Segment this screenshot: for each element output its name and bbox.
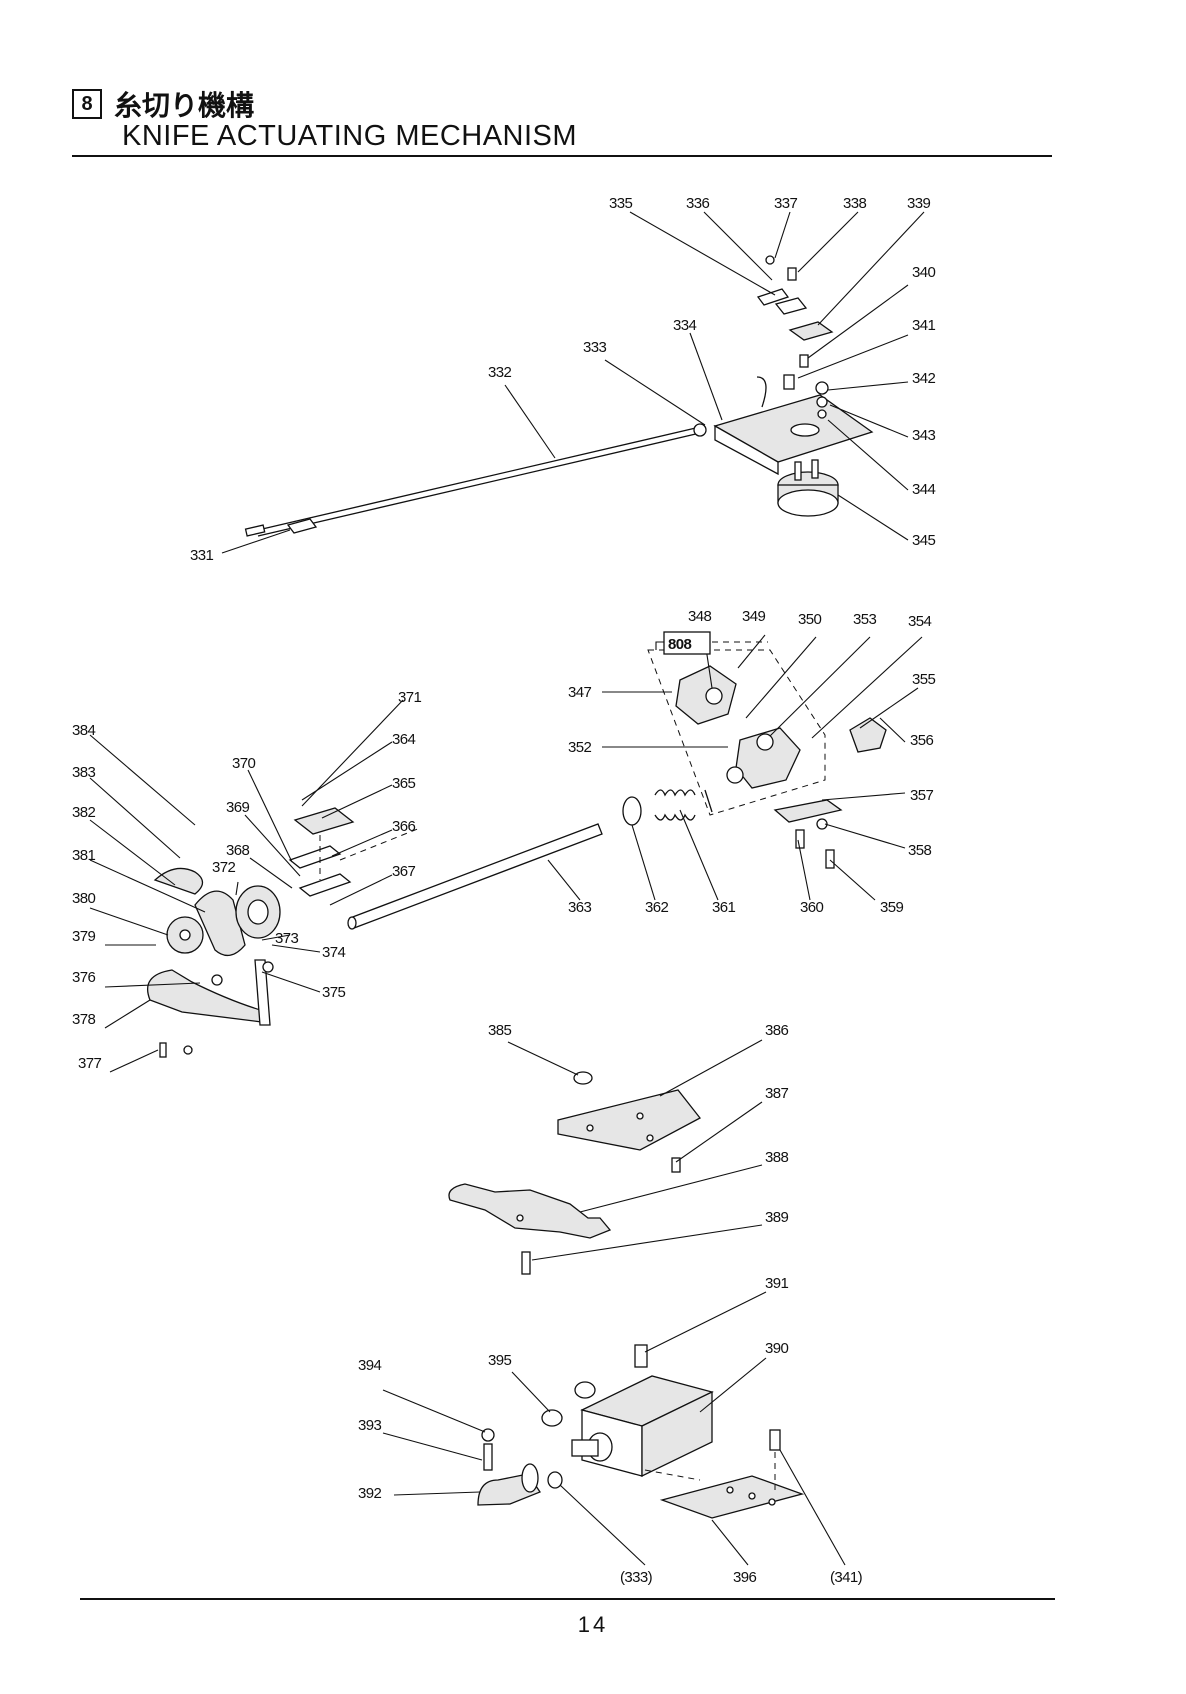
callout-349: 349	[742, 608, 765, 625]
callout-386: 386	[765, 1022, 788, 1039]
callout-390: 390	[765, 1340, 788, 1357]
callout-393: 393	[358, 1417, 381, 1434]
callout-379: 379	[72, 928, 95, 945]
reference-tag: 808	[655, 631, 768, 655]
callout-391: 391	[765, 1275, 788, 1292]
callout-384: 384	[72, 722, 95, 739]
callout-368: 368	[226, 842, 249, 859]
shaft	[347, 823, 603, 930]
block-390	[541, 1344, 714, 1489]
callout-364: 364	[392, 731, 415, 748]
callout-369: 369	[226, 799, 249, 816]
callout-375: 375	[322, 984, 345, 1001]
callout-367: 367	[392, 863, 415, 880]
callout-336: 336	[686, 195, 709, 212]
callout-333-ref: (333)	[620, 1569, 653, 1586]
callout-371: 371	[398, 689, 421, 706]
leader-lines	[89, 211, 925, 1566]
callout-392: 392	[358, 1485, 381, 1502]
callout-334: 334	[673, 317, 696, 334]
section-header: 8 糸切り機構	[72, 84, 254, 124]
callout-350: 350	[798, 611, 821, 628]
callout-332: 332	[488, 364, 511, 381]
linkage-small-parts	[756, 255, 834, 419]
callout-344: 344	[912, 481, 935, 498]
callout-377: 377	[78, 1055, 101, 1072]
plate-396	[644, 1429, 805, 1519]
callout-362: 362	[645, 899, 668, 916]
knife-plate	[713, 376, 874, 476]
callout-338: 338	[843, 195, 866, 212]
callout-333: 333	[583, 339, 606, 356]
callout-385: 385	[488, 1022, 511, 1039]
callout-361: 361	[712, 899, 735, 916]
callout-339: 339	[907, 195, 930, 212]
callout-396: 396	[733, 1569, 756, 1586]
callout-341: 341	[912, 317, 935, 334]
bracket-388	[448, 1157, 681, 1275]
callout-374: 374	[322, 944, 345, 961]
callout-394: 394	[358, 1357, 381, 1374]
callout-348: 348	[688, 608, 711, 625]
collar-parts	[773, 717, 887, 869]
callout-365: 365	[392, 775, 415, 792]
section-title-jp: 糸切り機構	[114, 89, 255, 122]
callout-387: 387	[765, 1085, 788, 1102]
callout-335: 335	[609, 195, 632, 212]
footer-rule	[80, 1598, 1055, 1600]
callout-383: 383	[72, 764, 95, 781]
callout-395: 395	[488, 1352, 511, 1369]
callout-356: 356	[910, 732, 933, 749]
cable-assembly	[244, 423, 707, 537]
solenoid	[777, 459, 839, 517]
callout-360: 360	[800, 899, 823, 916]
plate-386	[557, 1071, 701, 1151]
callout-343: 343	[912, 427, 935, 444]
callout-342: 342	[912, 370, 935, 387]
callout-372: 372	[212, 859, 235, 876]
callout-366: 366	[392, 818, 415, 835]
callout-340: 340	[912, 264, 935, 281]
section-title-en: KNIFE ACTUATING MECHANISM	[122, 120, 578, 152]
callout-357: 357	[910, 787, 933, 804]
callout-331: 331	[190, 547, 213, 564]
callout-337: 337	[774, 195, 797, 212]
callout-341-ref: (341)	[830, 1569, 863, 1586]
callout-355: 355	[912, 671, 935, 688]
callout-363: 363	[568, 899, 591, 916]
callout-382: 382	[72, 804, 95, 821]
callout-353: 353	[853, 611, 876, 628]
callout-345: 345	[912, 532, 935, 549]
callout-370: 370	[232, 755, 255, 772]
callout-352: 352	[568, 739, 591, 756]
callout-381: 381	[72, 847, 95, 864]
callout-354: 354	[908, 613, 931, 630]
header-rule	[72, 155, 1052, 157]
callout-389: 389	[765, 1209, 788, 1226]
page-number: 14	[577, 1612, 609, 1637]
callout-359: 359	[880, 899, 903, 916]
callout-347: 347	[568, 684, 591, 701]
callout-labels: 331 332 333 334 335 336 337 338 339 340 …	[72, 195, 936, 1586]
lever-assembly	[146, 807, 421, 1058]
callout-373: 373	[275, 930, 298, 947]
clevis-392	[477, 1428, 541, 1506]
spring-and-washer	[622, 789, 713, 826]
reference-tag-label: 808	[668, 636, 691, 653]
callout-388: 388	[765, 1149, 788, 1166]
callout-358: 358	[908, 842, 931, 859]
callout-376: 376	[72, 969, 95, 986]
callout-378: 378	[72, 1011, 95, 1028]
callout-380: 380	[72, 890, 95, 907]
section-number: 8	[81, 92, 93, 115]
cam-bracket	[647, 649, 826, 816]
section-number-box: 8	[72, 89, 102, 119]
